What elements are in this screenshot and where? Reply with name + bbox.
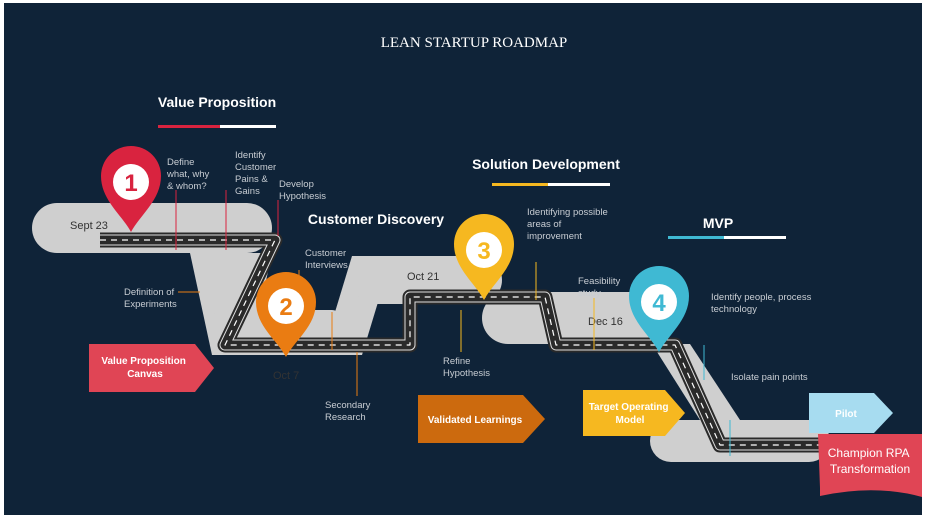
- marker-number-1: 1: [124, 170, 137, 197]
- heading-value-proposition: Value Proposition: [158, 94, 276, 110]
- note-identifying-areas: Identifying possible areas of improvemen…: [527, 207, 610, 242]
- note-define-what-why-whom: Define what, why & whom?: [166, 157, 212, 192]
- note-refine-hypothesis: Refine Hypothesis: [443, 356, 490, 379]
- yellow-map-pin-icon: 3: [454, 214, 514, 300]
- note-feasibility-study: Feasibility study: [578, 276, 623, 299]
- annotation-ticks: [175, 190, 731, 456]
- underline-solution-development: [492, 183, 610, 186]
- note-develop-hypothesis: Develop Hypothesis: [279, 179, 326, 202]
- heading-solution-development: Solution Development: [472, 156, 620, 172]
- arrow-validated-learnings: Validated Learnings: [418, 395, 545, 443]
- marker-number-4: 4: [652, 290, 666, 317]
- marker-number-3: 3: [477, 238, 490, 265]
- note-identify-people-process: Identify people, process technology: [711, 292, 814, 315]
- blue-map-pin-icon: 4: [629, 266, 689, 352]
- underline-mvp: [668, 236, 786, 239]
- heading-mvp: MVP: [703, 215, 733, 231]
- red-map-pin-icon: 1: [101, 146, 161, 232]
- note-customer-interviews: Customer Interviews: [305, 248, 349, 271]
- underline-value-proposition: [158, 125, 276, 128]
- date-dec-16: Dec 16: [588, 316, 623, 328]
- orange-map-pin-icon: 2: [256, 272, 316, 357]
- roadmap-title: LEAN STARTUP ROADMAP: [381, 35, 568, 51]
- heading-customer-discovery: Customer Discovery: [308, 211, 444, 227]
- svg-text:Pilot: Pilot: [835, 409, 857, 420]
- arrow-pilot: Pilot: [809, 393, 893, 433]
- flag-champion-rpa: Champion RPA Transformation: [818, 434, 922, 497]
- note-definition-of-experiments: Definition of Experiments: [124, 287, 177, 310]
- note-secondary-research: Secondary Research: [325, 400, 373, 423]
- marker-number-2: 2: [279, 294, 292, 321]
- svg-text:Validated Learnings: Validated Learnings: [428, 415, 523, 426]
- note-isolate-pain-points: Isolate pain points: [731, 372, 808, 383]
- svg-text:Value Proposition Canvas: Value Proposition Canvas: [101, 356, 188, 380]
- svg-text:Champion RPA Transformat: Champion RPA Transformation: [828, 446, 913, 476]
- arrow-target-operating-model: Target Operating Model: [583, 390, 685, 436]
- road-center-dashes: [100, 239, 820, 446]
- svg-text:Target Operating Model: Target Operating Model: [589, 402, 672, 426]
- date-oct-21: Oct 21: [407, 271, 439, 283]
- arrow-value-proposition-canvas: Value Proposition Canvas: [89, 344, 214, 392]
- date-sept-23: Sept 23: [70, 220, 108, 232]
- note-identify-customer-pains: Identify Customer Pains & Gains: [235, 150, 279, 197]
- date-oct-7: Oct 7: [273, 370, 299, 382]
